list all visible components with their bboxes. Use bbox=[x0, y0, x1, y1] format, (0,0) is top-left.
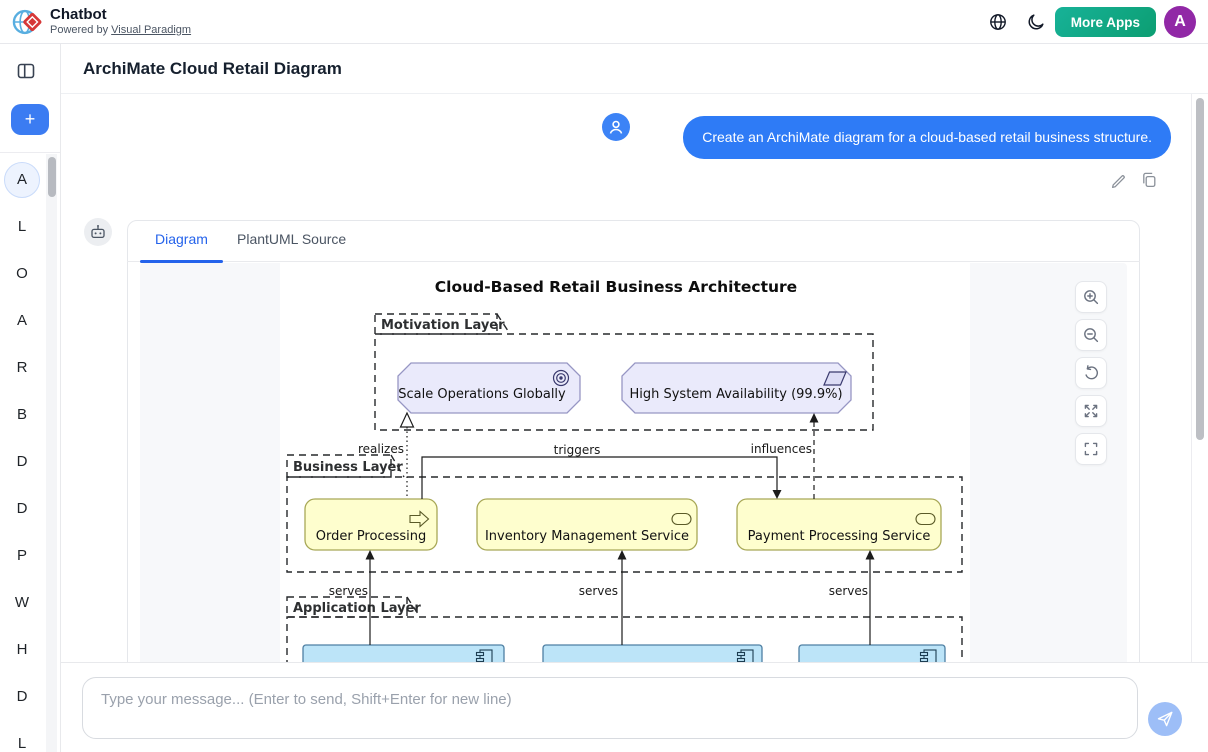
sidebar-divider bbox=[0, 152, 60, 153]
zoom-in-button[interactable] bbox=[1075, 281, 1107, 313]
sidebar-item-conversation[interactable]: R bbox=[16, 359, 28, 376]
language-globe-icon[interactable] bbox=[988, 12, 1008, 32]
send-button[interactable] bbox=[1148, 702, 1182, 736]
motivation-layer-group bbox=[374, 313, 874, 431]
sidebar: + A L O A R B D D P W H D L bbox=[0, 44, 61, 752]
motivation-layer-label: Motivation Layer bbox=[381, 318, 505, 333]
sidebar-item-conversation[interactable]: A bbox=[16, 312, 27, 329]
goal-node-shape bbox=[397, 362, 581, 414]
sidebar-toggle-icon[interactable] bbox=[16, 61, 36, 81]
user-message-bubble: Create an ArchiMate diagram for a cloud-… bbox=[683, 116, 1171, 159]
business-layer-label: Business Layer bbox=[293, 460, 403, 475]
sidebar-item-conversation[interactable]: D bbox=[16, 688, 28, 705]
outcome-node-shape bbox=[621, 362, 852, 414]
sidebar-scrollbar-thumb[interactable] bbox=[48, 157, 56, 197]
new-chat-button[interactable]: + bbox=[11, 104, 49, 135]
serves-arrowhead bbox=[617, 550, 627, 560]
page-header: ArchiMate Cloud Retail Diagram bbox=[61, 44, 1208, 94]
dark-mode-moon-icon[interactable] bbox=[1026, 12, 1046, 32]
sidebar-item-conversation[interactable]: A bbox=[4, 162, 40, 198]
business-process-shape bbox=[304, 498, 438, 551]
sidebar-item-conversation[interactable]: O bbox=[16, 265, 28, 282]
powered-by-prefix: Powered by bbox=[50, 24, 109, 36]
goal-icon bbox=[552, 369, 570, 387]
goal-node-label: Scale Operations Globally bbox=[398, 387, 566, 402]
app-title: Chatbot bbox=[50, 6, 107, 23]
user-account-avatar[interactable]: A bbox=[1164, 6, 1196, 38]
expand-button[interactable] bbox=[1075, 395, 1107, 427]
realization-arrowhead bbox=[399, 411, 415, 428]
serves-arrowhead bbox=[865, 550, 875, 560]
powered-by: Powered by Visual Paradigm bbox=[50, 24, 191, 36]
outcome-icon bbox=[823, 371, 847, 386]
copy-message-icon[interactable] bbox=[1140, 171, 1158, 189]
card-tabbar bbox=[127, 220, 1140, 262]
paper-plane-icon bbox=[1157, 711, 1173, 727]
page-title: ArchiMate Cloud Retail Diagram bbox=[83, 59, 342, 78]
person-icon bbox=[609, 120, 623, 134]
more-apps-button[interactable]: More Apps bbox=[1054, 7, 1156, 37]
tab-diagram[interactable]: Diagram bbox=[155, 231, 208, 247]
business-service1-label: Inventory Management Service bbox=[485, 529, 689, 544]
visual-paradigm-link[interactable]: Visual Paradigm bbox=[111, 24, 192, 36]
sidebar-item-conversation[interactable]: L bbox=[17, 218, 27, 235]
edge-label-serves: serves bbox=[579, 584, 618, 598]
business-service-shape bbox=[476, 498, 698, 551]
sidebar-item-conversation[interactable]: D bbox=[16, 500, 28, 517]
business-process-label: Order Processing bbox=[316, 529, 427, 544]
sidebar-item-conversation[interactable]: D bbox=[16, 453, 28, 470]
business-service-shape bbox=[736, 498, 942, 551]
reset-view-button[interactable] bbox=[1075, 357, 1107, 389]
business-layer-group bbox=[286, 454, 963, 573]
serves-arrowhead bbox=[365, 550, 375, 560]
sidebar-item-conversation[interactable]: H bbox=[16, 641, 28, 658]
application-layer-label: Application Layer bbox=[293, 601, 421, 616]
outcome-node-label: High System Availability (99.9%) bbox=[629, 387, 842, 402]
business-service2-label: Payment Processing Service bbox=[748, 529, 931, 544]
component-icon bbox=[475, 649, 937, 665]
edit-message-pencil-icon[interactable] bbox=[1110, 171, 1128, 189]
sidebar-item-conversation[interactable]: P bbox=[16, 547, 27, 564]
sidebar-item-conversation[interactable]: W bbox=[14, 594, 30, 611]
triggers-arrowhead bbox=[772, 490, 782, 499]
diagram-title: Cloud-Based Retail Business Architecture bbox=[435, 278, 797, 296]
active-tab-underline bbox=[140, 260, 223, 263]
visual-paradigm-logo-icon bbox=[12, 7, 42, 37]
sidebar-item-conversation[interactable]: B bbox=[16, 406, 27, 423]
edge-label-triggers: triggers bbox=[554, 443, 601, 457]
robot-icon bbox=[91, 225, 105, 239]
influences-arrowhead bbox=[809, 413, 819, 423]
diagram-image: Cloud-Based Retail Business Architecture… bbox=[280, 263, 970, 718]
zoom-out-button[interactable] bbox=[1075, 319, 1107, 351]
message-input[interactable] bbox=[82, 677, 1138, 739]
sidebar-item-conversation[interactable]: L bbox=[17, 735, 27, 752]
edge-label-influences: influences bbox=[751, 442, 812, 456]
archimate-diagram-svg: Cloud-Based Retail Business Architecture… bbox=[286, 278, 963, 718]
edge-label-serves: serves bbox=[329, 584, 368, 598]
edge-label-serves: serves bbox=[829, 584, 868, 598]
edge-label-realizes: realizes bbox=[358, 442, 404, 456]
process-arrow-icon bbox=[409, 510, 430, 528]
fullscreen-button[interactable] bbox=[1075, 433, 1107, 465]
chat-scrollbar-thumb[interactable] bbox=[1196, 98, 1204, 440]
top-header: Chatbot Powered by Visual Paradigm More … bbox=[0, 0, 1208, 44]
chat-scrollbar-track bbox=[1191, 94, 1192, 662]
tab-plantuml-source[interactable]: PlantUML Source bbox=[237, 231, 347, 247]
composer bbox=[61, 662, 1208, 752]
service-lozenge-icon bbox=[671, 512, 692, 526]
sidebar-scrollbar-track bbox=[46, 154, 57, 752]
service-lozenge-icon bbox=[915, 512, 936, 526]
bot-avatar bbox=[84, 218, 112, 246]
user-message-avatar bbox=[602, 113, 630, 141]
